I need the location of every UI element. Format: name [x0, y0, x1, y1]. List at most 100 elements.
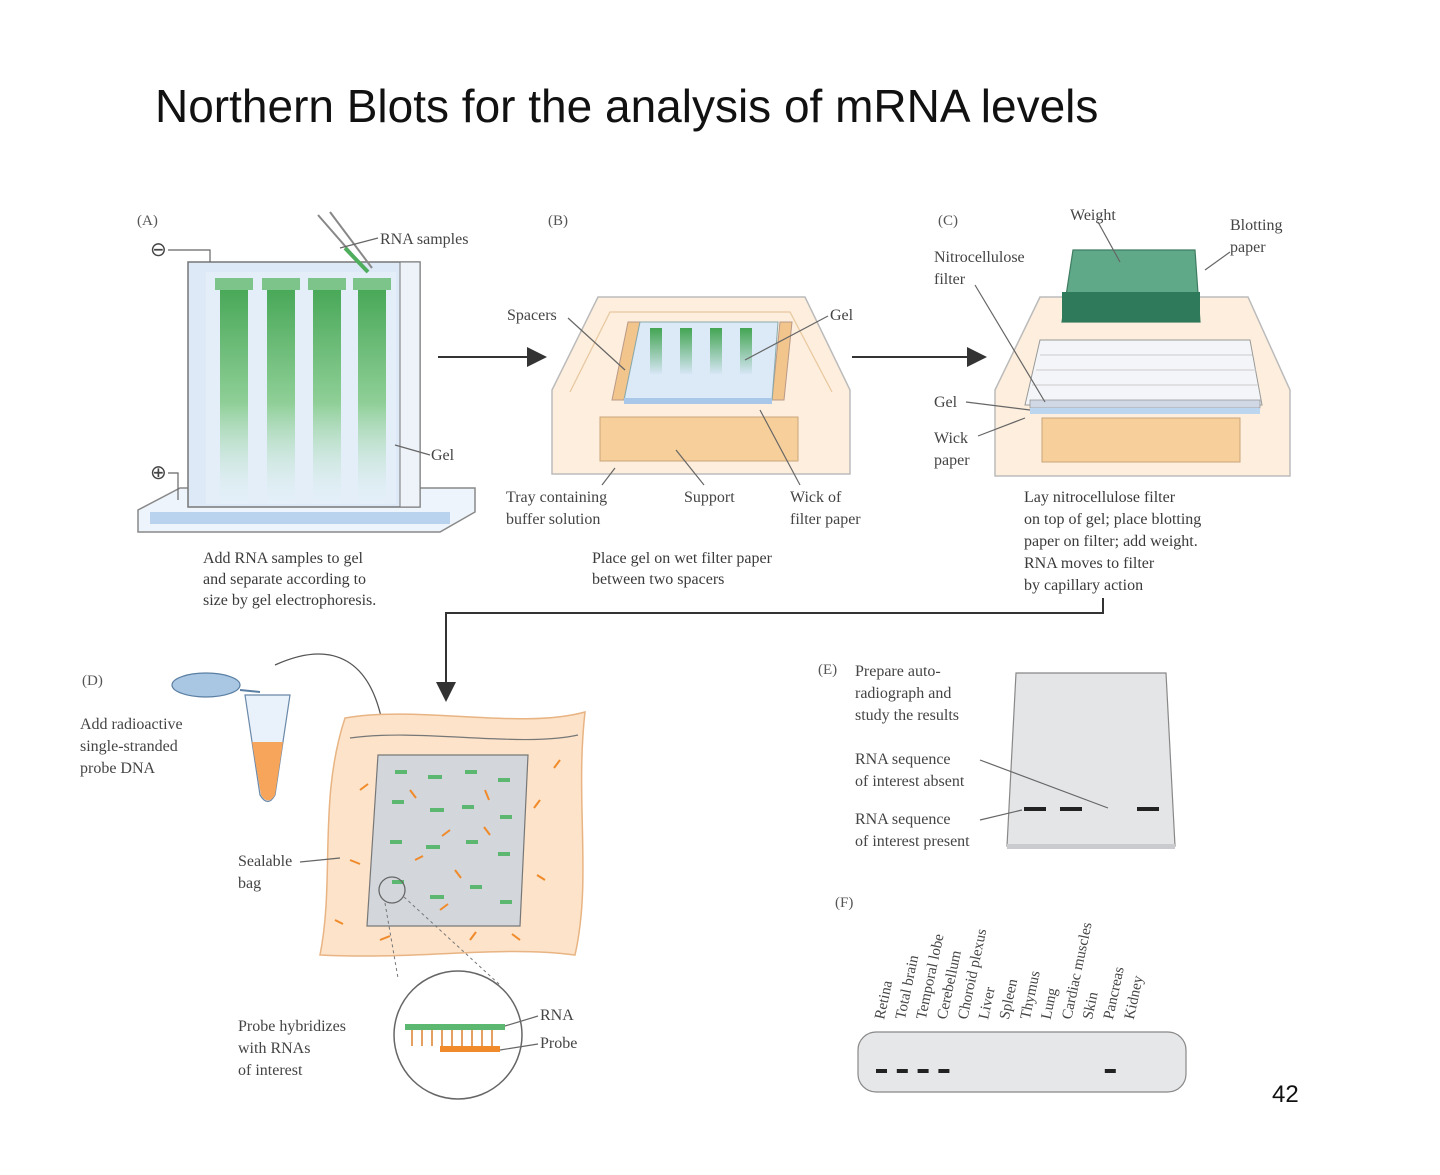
rna-sample-drop [343, 246, 370, 274]
spacers-label: Spacers [507, 307, 557, 324]
weight-front [1062, 292, 1200, 322]
tissue-band [917, 1069, 929, 1073]
wick-b-label-1: Wick of [790, 489, 842, 506]
gel-well-3 [308, 278, 346, 290]
caption-b-line-1: Place gel on wet filter paper [592, 550, 773, 567]
weight-label: Weight [1070, 207, 1116, 224]
panel-f-label: (F) [835, 895, 853, 911]
tissue-bands [876, 1069, 1116, 1073]
slide-title: Northern Blots for the analysis of mRNA … [155, 80, 1098, 132]
tissue-label: Lung [1039, 986, 1061, 1021]
tissue-band [938, 1069, 950, 1073]
band-lane-4 [1137, 807, 1159, 811]
bag-seal [349, 734, 579, 741]
panel-b-label: (B) [548, 213, 568, 229]
band-lane-1 [1024, 807, 1046, 811]
blotting-paper-stack [1024, 339, 1263, 406]
probe-label: Probe [540, 1035, 577, 1052]
gel-lane-1 [220, 280, 248, 504]
caption-b-line-2: between two spacers [592, 571, 724, 588]
tissue-blot-strip [857, 1031, 1187, 1093]
wick-c-label-2: paper [934, 452, 970, 469]
gel-lane-3 [313, 280, 341, 504]
gel-b-label: Gel [830, 307, 854, 324]
gel-b-lane-2 [680, 328, 692, 374]
gel-c [1030, 408, 1260, 414]
caption-c-line-3: paper on filter; add weight. [1024, 533, 1198, 550]
tissue-label: Skin [1080, 990, 1101, 1021]
gel-lane-4 [358, 280, 386, 504]
add-probe-line-3: probe DNA [80, 760, 156, 777]
gel-a-leader [394, 444, 431, 456]
probe-solution [252, 742, 283, 801]
hybridize-line-2: with RNAs [238, 1040, 310, 1057]
prepare-line-2: radiograph and [855, 685, 951, 702]
tube-hinge [239, 689, 261, 693]
caption-a-line-3: size by gel electrophoresis. [203, 592, 376, 609]
present-leader [979, 809, 1023, 821]
tray-inner-edge [569, 311, 833, 393]
wick-c-label-1: Wick [934, 430, 968, 447]
rna-leader [504, 1015, 539, 1027]
absent-line-1: RNA sequence [855, 751, 951, 768]
nitrocellulose-filter [1029, 399, 1261, 409]
support-block-c [1041, 417, 1241, 463]
gel-b-lane-4 [740, 328, 752, 374]
add-probe-line-1: Add radioactive [80, 716, 183, 733]
prepare-line-3: study the results [855, 707, 959, 724]
weight-leader [1097, 221, 1121, 263]
negative-electrode-icon: ⊖ [150, 239, 167, 261]
probe-leader [499, 1043, 539, 1051]
zoom-circle-large [393, 970, 523, 1100]
support-leader [675, 449, 705, 486]
nitro-leader [974, 284, 1046, 403]
band-lane-2 [1060, 807, 1082, 811]
panel-e-label: (E) [818, 662, 837, 678]
caption-c-line-5: by capillary action [1024, 577, 1143, 594]
present-line-2: of interest present [855, 833, 970, 850]
panel-c-label: (C) [938, 213, 958, 229]
tissue-band [1104, 1069, 1116, 1073]
support-label: Support [684, 489, 735, 506]
hybridization-bonds [411, 1030, 493, 1046]
support-block [599, 416, 799, 462]
tissue-band [876, 1069, 887, 1073]
tissue-label: Liver [976, 986, 998, 1021]
rna-label: RNA [540, 1007, 574, 1024]
rna-samples-leader [339, 237, 379, 249]
positive-electrode-icon: ⊕ [150, 462, 167, 484]
gel-a-label: Gel [431, 447, 455, 464]
gel-box-side [399, 261, 421, 508]
gel-b-lane-1 [650, 328, 662, 374]
bag-label-2: bag [238, 875, 261, 892]
absent-leader [979, 759, 1109, 809]
panel-d: (D) Add radioactive single-stranded prob… [80, 653, 586, 1100]
tissue-label: Kidney [1122, 974, 1147, 1021]
wick-filter-paper [624, 398, 772, 404]
panel-e: (E) Prepare auto- radiograph and study t… [818, 662, 1176, 850]
gel-c-leader [965, 401, 1031, 411]
gel-b-lane-3 [710, 328, 722, 374]
spacers-leader [567, 317, 626, 371]
bag-label-1: Sealable [238, 853, 292, 870]
tray-leader [601, 467, 616, 486]
nitro-label-1: Nitrocellulose [934, 249, 1025, 266]
probe-strand [440, 1046, 500, 1052]
gel-well-2 [262, 278, 300, 290]
rna-bands [390, 770, 512, 904]
present-line-1: RNA sequence [855, 811, 951, 828]
tray-label-1: Tray containing [506, 489, 607, 506]
pipette-icon-edge [329, 211, 373, 269]
tray-label-2: buffer solution [506, 511, 600, 528]
tissue-label: Retina [872, 979, 896, 1021]
zoom-guide-right [403, 896, 501, 986]
blotting-label-2: paper [1230, 239, 1266, 256]
right-spacer [771, 321, 793, 401]
wick-leader [759, 409, 801, 486]
caption-a-line-1: Add RNA samples to gel [203, 550, 364, 567]
zoom-guide-left [384, 902, 399, 979]
hybridize-line-1: Probe hybridizes [238, 1018, 346, 1035]
bag-leader [299, 857, 341, 863]
